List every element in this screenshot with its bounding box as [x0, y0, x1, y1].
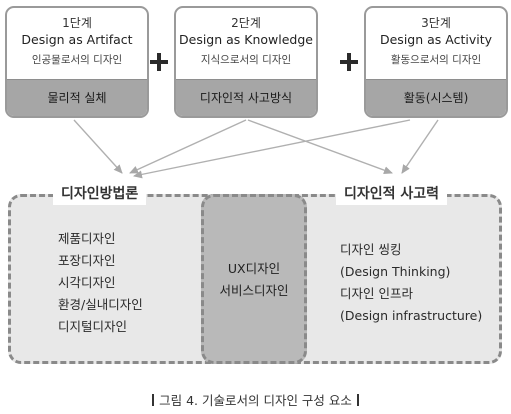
methodology-label: 디자인방법론: [53, 183, 147, 205]
stage-1-focus: 물리적 실체: [7, 79, 147, 116]
list-item: 서비스디자인: [219, 283, 289, 298]
list-item: 디자인 씽킹: [340, 242, 402, 257]
list-item: 환경/실내디자인: [58, 297, 143, 312]
list-item: UX디자인: [227, 261, 281, 276]
caption-bar-left: [152, 394, 155, 406]
thinking-label: 디자인적 사고력: [336, 183, 448, 205]
list-item: 디지털디자인: [58, 319, 128, 334]
overlap-region: UX디자인 서비스디자인: [201, 194, 307, 364]
stage-2-step: 2단계: [231, 16, 261, 30]
overlap-list: UX디자인 서비스디자인: [204, 258, 304, 302]
list-item: 시각디자인: [58, 275, 116, 290]
list-item: (Design Thinking): [340, 264, 451, 279]
figure-caption: 그림 4. 기술로서의 디자인 구성 요소: [0, 390, 511, 409]
arrow-stage3-to-methodology: [133, 119, 411, 179]
stage-2-box: 2단계 Design as Knowledge 지식으로서의 디자인 디자인적 …: [174, 6, 318, 118]
stage-3-name-ko: 활동으로서의 디자인: [390, 54, 482, 66]
plus-icon: [149, 52, 169, 72]
stage-3-box: 3단계 Design as Activity 활동으로서의 디자인 활동(시스템…: [364, 6, 508, 118]
arrow-stage2-to-methodology: [129, 119, 247, 174]
list-item: 포장디자인: [58, 253, 116, 268]
list-item: 제품디자인: [58, 231, 116, 246]
caption-bar-right: [356, 394, 359, 406]
plus-icon: [339, 52, 359, 72]
stage-3-name-en: Design as Activity: [379, 32, 493, 47]
stage-2-focus: 디자인적 사고방식: [176, 79, 316, 116]
arrow-stage1-to-methodology: [73, 119, 123, 174]
list-item: 디자인 인프라: [340, 286, 413, 301]
stage-1-box: 1단계 Design as Artifact 인공물로서의 디자인 물리적 실체: [5, 6, 149, 118]
caption-text: 그림 4. 기술로서의 디자인 구성 요소: [159, 393, 352, 408]
stage-3-focus: 활동(시스템): [366, 79, 506, 116]
list-item: (Design infrastructure): [340, 308, 483, 323]
stage-1-name-ko: 인공물로서의 디자인: [31, 54, 123, 66]
stage-3-step: 3단계: [421, 16, 451, 30]
stage-2-name-ko: 지식으로서의 디자인: [200, 54, 292, 66]
thinking-list: 디자인 씽킹 (Design Thinking) 디자인 인프라 (Design…: [340, 239, 482, 327]
methodology-list: 제품디자인 포장디자인 시각디자인 환경/실내디자인 디지털디자인: [58, 228, 143, 338]
arrow-stage3-to-thinking: [401, 119, 439, 174]
arrow-stage2-to-thinking: [247, 119, 393, 174]
stage-2-name-en: Design as Knowledge: [179, 32, 313, 47]
stage-1-step: 1단계: [62, 16, 92, 30]
stage-1-name-en: Design as Artifact: [21, 32, 133, 47]
